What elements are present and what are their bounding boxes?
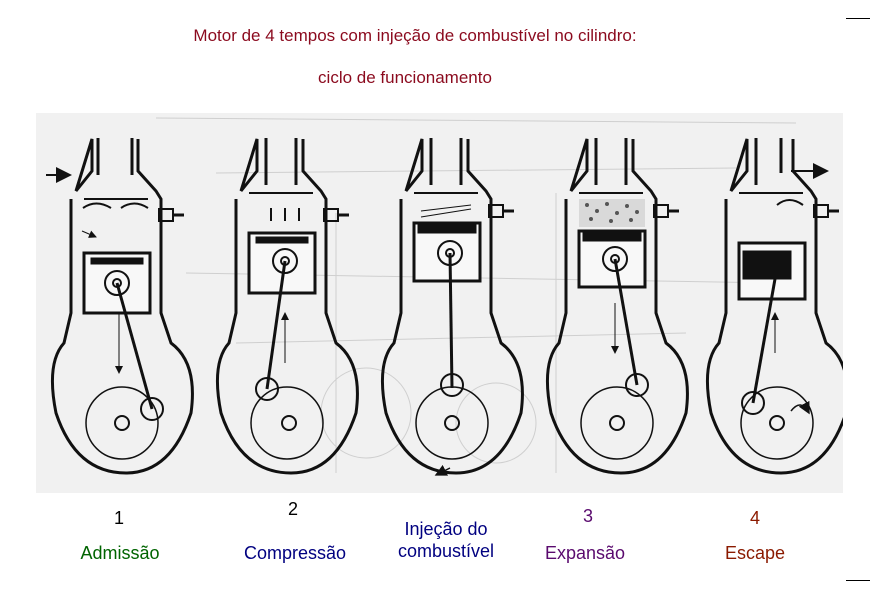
engine-expansao: [545, 138, 689, 475]
engine-injecao: [380, 138, 524, 476]
stage-label-compressao: Compressão: [243, 543, 347, 563]
stage-label-expansao: Expansão: [544, 543, 626, 563]
stage-4-number: 4: [749, 508, 760, 528]
diagram-title: Motor de 4 tempos com injeção de combust…: [193, 26, 637, 45]
stage-label-injecao-line1: Injeção do: [404, 519, 488, 539]
engine-compressao: [215, 138, 359, 475]
engine-cycle-drawing: [36, 113, 843, 493]
stage-label-injecao: Injeção do combustível: [376, 518, 516, 562]
corner-line-bottom: [846, 580, 870, 581]
engine-escape: [705, 138, 843, 475]
background-sketch: [155, 117, 797, 473]
stage-label-admissao: Admissão: [80, 543, 160, 563]
engine-admissao: [46, 138, 194, 475]
stage-3-number: 3: [582, 506, 593, 526]
engine-illustrations: [46, 117, 843, 476]
stage-2-number: 2: [287, 499, 298, 519]
stage-label-escape: Escape: [724, 543, 786, 563]
diagram-subtitle: ciclo de funcionamento: [318, 68, 492, 87]
stage-1-number: 1: [113, 508, 124, 528]
corner-line-top: [846, 18, 870, 19]
stage-label-injecao-line2: combustível: [397, 541, 495, 561]
